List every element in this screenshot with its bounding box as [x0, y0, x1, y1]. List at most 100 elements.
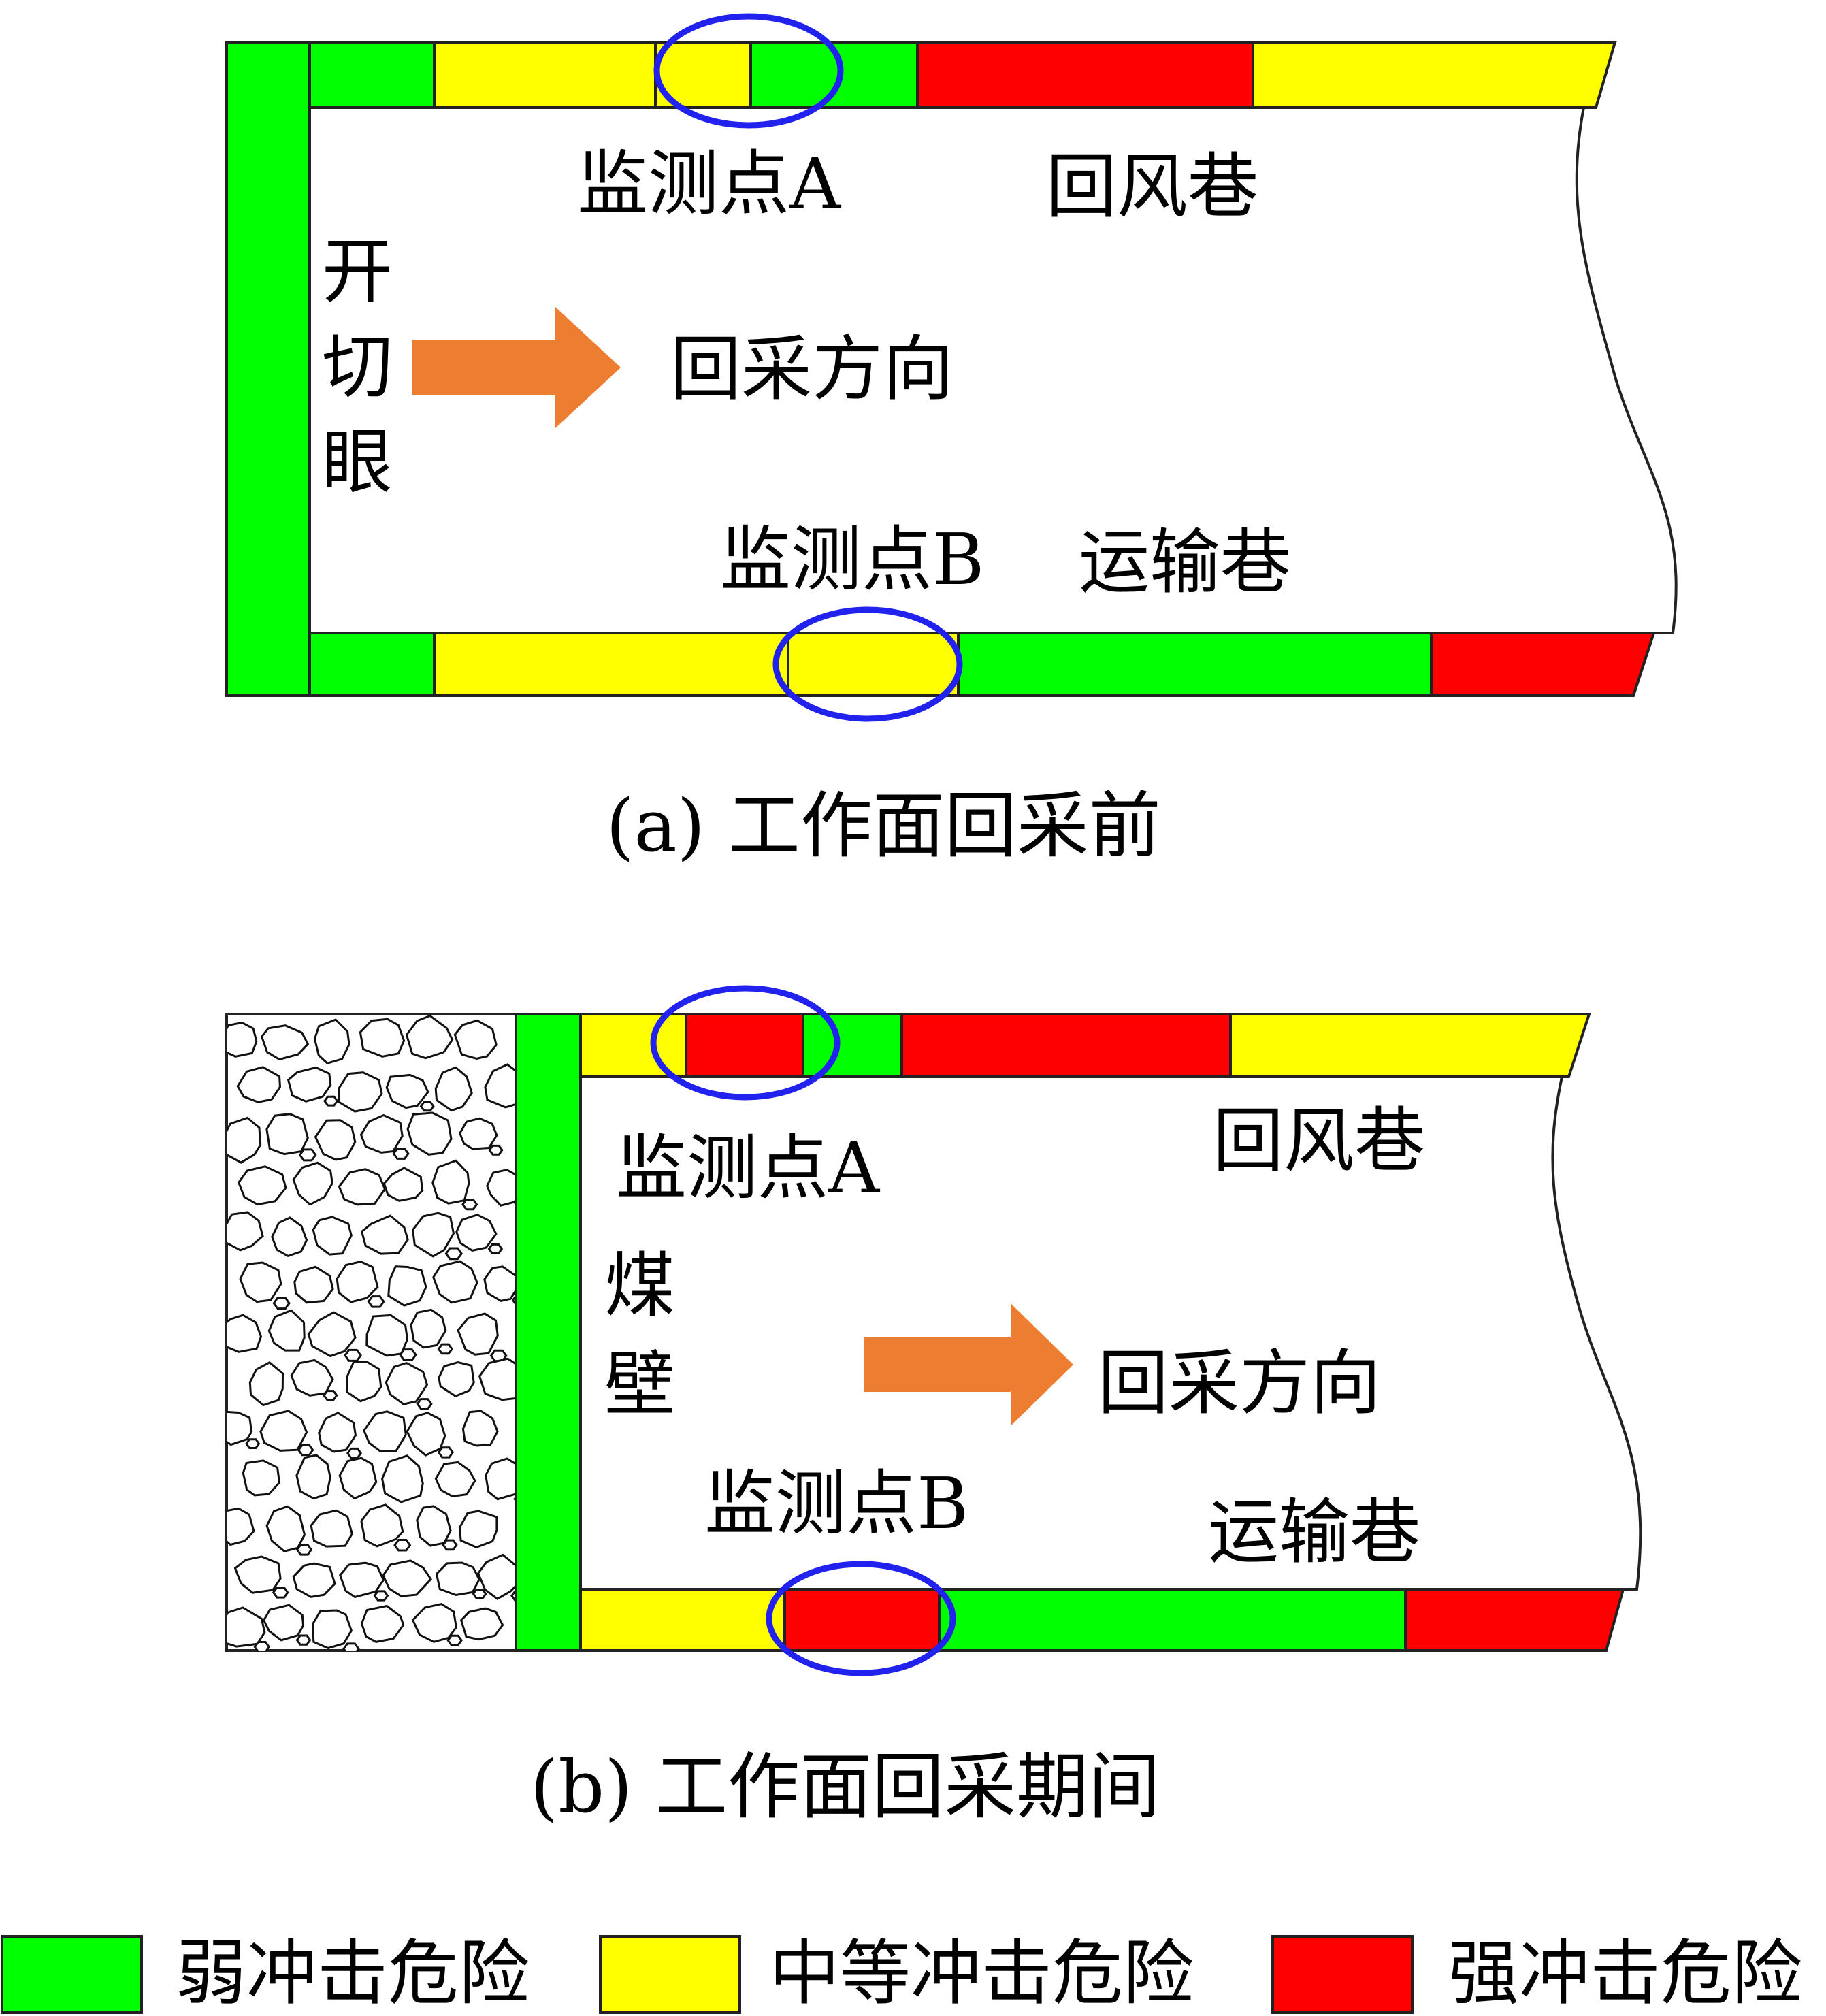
gob-stone [313, 1018, 350, 1064]
gob-stone [363, 1410, 407, 1453]
gob-stone [346, 1361, 382, 1403]
zone-a-top-2 [433, 41, 657, 109]
panel-b-caption: (b) 工作面回采期间 [530, 1745, 1160, 1829]
cut-eye-char-1: 开 [322, 230, 393, 313]
gob-stone [248, 1361, 284, 1407]
gob-stone [238, 1165, 287, 1206]
gob-stone [478, 1357, 516, 1401]
gob-stone [476, 1553, 516, 1600]
gob-stone [287, 1066, 332, 1103]
gob-stone [342, 1642, 360, 1651]
panel-a-return-airway-zones [308, 41, 1617, 109]
gob-stone [416, 1398, 433, 1410]
zone-a-bot-4 [957, 632, 1433, 697]
legend: 弱冲击危险 中等冲击危险 强冲击危险 [1, 1932, 1802, 2015]
gob-stone [360, 1604, 405, 1643]
zone-b-top-4 [900, 1013, 1232, 1078]
panel-a: 开 切 眼 监测点A 回风巷 回采方向 监测点B 运输巷 (a) 工作面回采前 [225, 13, 1678, 868]
gob-stone [338, 1457, 378, 1500]
legend-item-medium: 中等冲击危险 [599, 1932, 1194, 2015]
panel-a-point-a-label: 监测点A [577, 142, 842, 225]
gob-stone [295, 1544, 313, 1556]
gob-stone [292, 1161, 333, 1206]
gob-stone [227, 1507, 255, 1546]
gob-stone [487, 1243, 504, 1254]
cut-eye-bar [225, 41, 311, 697]
gob-stone [259, 1410, 308, 1452]
gob-stone [382, 1167, 424, 1202]
zone-b-top-2 [685, 1013, 804, 1078]
gob-stone [346, 1447, 363, 1459]
gob-stone [434, 1066, 473, 1112]
gob-stone [387, 1265, 427, 1307]
zone-b-bot-2 [783, 1588, 941, 1652]
panel-b-monitor-point-a-marker [650, 985, 841, 1101]
zone-a-bot-1 [308, 632, 436, 697]
zone-a-bot-5 [1430, 632, 1656, 697]
legend-item-strong: 强冲击危险 [1271, 1932, 1802, 2015]
legend-swatch-strong [1271, 1935, 1414, 2014]
gob-stone [227, 1116, 262, 1164]
gob-stone [385, 1361, 429, 1405]
gob-stone [419, 1101, 435, 1112]
gob-stone [227, 1606, 266, 1648]
panel-a-mining-direction-label: 回采方向 [670, 327, 953, 410]
gob-stone [323, 1095, 339, 1107]
gob-stone [314, 1119, 357, 1161]
gob-stone [365, 1314, 409, 1357]
gob-stone [381, 1454, 424, 1503]
gob-stone [344, 1348, 362, 1362]
gob-stone [437, 1446, 455, 1459]
gob-stone [406, 1412, 446, 1457]
gob-stone [438, 1361, 475, 1397]
gob-stone [360, 1503, 404, 1548]
legend-label-weak: 弱冲击危险 [176, 1932, 529, 2015]
gob-stone [298, 1148, 317, 1162]
panel-b-monitor-point-b-marker [766, 1561, 956, 1676]
gob-stone [312, 1609, 353, 1650]
gob-stone [290, 1359, 334, 1397]
gob-stone [453, 1019, 498, 1060]
panel-b: 煤 壁 监测点A 回风巷 回采方向 监测点B 运输巷 (b) 工作面回采期间 [225, 985, 1642, 1829]
panel-b-haulage-zones [579, 1588, 1625, 1652]
gob-stone [265, 1505, 306, 1552]
mining-direction-arrow [412, 306, 621, 429]
gob-stone [412, 1212, 455, 1258]
panel-b-mining-direction-label: 回采方向 [1098, 1342, 1381, 1425]
gob-stone [472, 1589, 487, 1599]
gob-stone [338, 1168, 387, 1206]
legend-label-medium: 中等冲击危险 [769, 1932, 1194, 2015]
gob-stone [446, 1634, 463, 1646]
zone-b-top-3 [802, 1013, 903, 1078]
zone-b-bot-1 [579, 1588, 786, 1652]
legend-label-strong: 强冲击危险 [1448, 1932, 1802, 2015]
gob-stone [457, 1312, 499, 1356]
legend-swatch-medium [599, 1935, 741, 2014]
gob-stone [265, 1113, 309, 1156]
zone-a-bot-3 [787, 632, 960, 697]
cut-eye-char-3: 眼 [322, 421, 393, 504]
coal-wall-char-2: 壁 [604, 1343, 675, 1426]
panel-a-caption: (a) 工作面回采前 [606, 784, 1161, 868]
gob-stone [312, 1216, 353, 1256]
panel-a-haulage-label: 运输巷 [1079, 521, 1291, 604]
gob-stone [292, 1562, 336, 1598]
gob-stone [310, 1509, 353, 1548]
gob-stone [461, 1199, 478, 1211]
zone-a-top-1 [308, 41, 436, 109]
zone-a-bot-2 [433, 632, 789, 697]
panel-a-haulage-zones [308, 632, 1656, 697]
gob-stone [271, 1216, 308, 1258]
gob-stone [373, 1590, 389, 1602]
gob-stone [227, 1314, 263, 1353]
panel-b-haulage-label: 运输巷 [1208, 1491, 1420, 1574]
monitor-point-a-marker [653, 13, 844, 129]
panel-b-return-airway-zones [579, 1013, 1591, 1078]
gob-stone [461, 1410, 499, 1447]
gob-stone [393, 1539, 412, 1552]
gob-stone [367, 1295, 385, 1308]
gob-stone [272, 1297, 291, 1310]
gob-stone [233, 1555, 282, 1594]
gob-stone [339, 1561, 385, 1599]
